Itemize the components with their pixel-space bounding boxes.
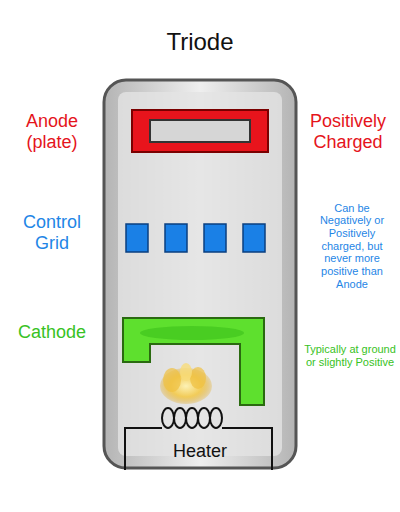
tube-envelope bbox=[104, 80, 296, 468]
control-grid bbox=[126, 224, 265, 252]
part-label: Heater bbox=[155, 441, 245, 462]
anode-window bbox=[150, 120, 250, 142]
grid-wire bbox=[204, 224, 226, 252]
anode-plate bbox=[132, 110, 268, 152]
grid-wire bbox=[165, 224, 187, 252]
charge-note: Typically at ground or slightly Positive bbox=[302, 343, 398, 368]
part-label: Cathode bbox=[4, 322, 100, 343]
cathode-shade bbox=[140, 326, 244, 340]
tube-inner bbox=[118, 92, 282, 456]
heat-glow bbox=[160, 363, 212, 404]
diagram-title: Triode bbox=[110, 28, 290, 56]
charge-note: Can be Negatively or Positively charged,… bbox=[311, 202, 393, 290]
grid-wire bbox=[243, 224, 265, 252]
part-label: Anode (plate) bbox=[4, 111, 100, 152]
part-label: Control Grid bbox=[4, 212, 100, 253]
charge-note: Positively Charged bbox=[300, 111, 396, 152]
cathode bbox=[123, 318, 264, 405]
grid-wire bbox=[126, 224, 148, 252]
heater-coil bbox=[125, 408, 272, 470]
